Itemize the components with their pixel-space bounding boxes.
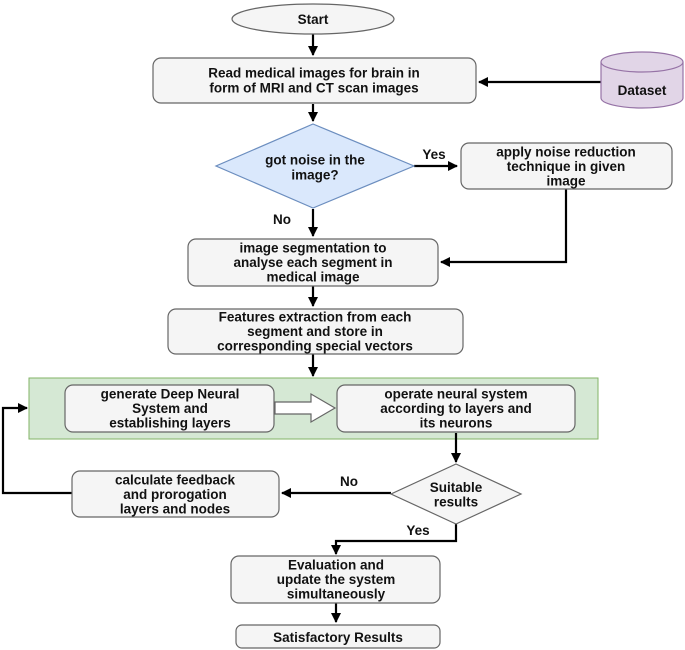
feedback-line-2: and prorogation (123, 487, 227, 502)
evaluation-line-1: Evaluation and (288, 558, 384, 573)
feedback-line-3: layers and nodes (120, 502, 230, 517)
noise-decision-line-2: image? (291, 168, 338, 183)
suitable-decision-diamond (389, 463, 523, 525)
segmentation-line-2: analyse each segment in (233, 255, 392, 270)
segmentation-line-1: image segmentation to (239, 241, 386, 256)
suitable-decision-line-1: Suitable (430, 480, 483, 495)
edge-label-noise-yes: Yes (422, 147, 445, 162)
start-terminator (231, 3, 395, 35)
satisfactory-line-1: Satisfactory Results (273, 630, 403, 645)
noise-reduction-line-2: technique in given (507, 159, 626, 174)
edge-noise-reduction-to-segmentation (440, 189, 568, 267)
start-line-1: Start (298, 12, 329, 27)
feature-extraction-line-3: corresponding special vectors (217, 339, 413, 354)
suitable-decision-line-2: results (434, 494, 478, 509)
dataset-line-1: Dataset (618, 83, 667, 98)
read-images-line-2: form of MRI and CT scan images (209, 81, 418, 96)
feedback-box (71, 470, 280, 518)
generate-dnn-line-1: generate Deep Neural (101, 387, 240, 402)
satisfactory-box (235, 624, 441, 649)
noise-reduction-line-1: apply noise reduction (496, 145, 636, 160)
noise-decision-diamond (214, 123, 416, 209)
dataset-database (600, 51, 684, 109)
read-images-box (152, 57, 477, 104)
evaluation-line-3: simultaneously (287, 587, 386, 602)
satisfactory-text: Satisfactory Results (273, 630, 403, 645)
edge-feedback-loop-to-container (1, 403, 72, 495)
operate-neural-line-1: operate neural system (384, 387, 527, 402)
generate-dnn-box (64, 384, 275, 433)
block-arrow (274, 392, 337, 424)
evaluation-line-2: update the system (277, 572, 396, 587)
segmentation-line-3: medical image (266, 270, 360, 285)
noise-reduction-box (460, 142, 673, 190)
segmentation-box (187, 238, 439, 287)
start-text: Start (298, 12, 329, 27)
feature-extraction-line-2: segment and store in (247, 324, 383, 339)
generate-dnn-line-2: System and (132, 401, 208, 416)
edges (1, 34, 601, 623)
edge-suitable-yes-to-evaluation (331, 524, 458, 555)
dataset-text: Dataset (618, 83, 667, 98)
operate-neural-line-2: according to layers and (380, 401, 532, 416)
operate-neural-line-3: its neurons (420, 416, 493, 431)
operate-neural-box (336, 384, 576, 433)
edge-label-noise-no: No (273, 212, 291, 227)
noise-decision-line-1: got noise in the (265, 153, 365, 168)
evaluation-box (230, 555, 441, 604)
edge-label-suitable-no: No (340, 474, 358, 489)
feature-extraction-box (167, 308, 464, 355)
feature-extraction-line-1: Features extraction from each (219, 310, 412, 325)
noise-reduction-line-3: image (546, 174, 586, 189)
feedback-line-1: calculate feedback (115, 473, 236, 488)
generate-dnn-line-3: establishing layers (109, 416, 231, 431)
read-images-line-1: Read medical images for brain in (208, 66, 420, 81)
edge-label-suitable-yes: Yes (406, 523, 429, 538)
